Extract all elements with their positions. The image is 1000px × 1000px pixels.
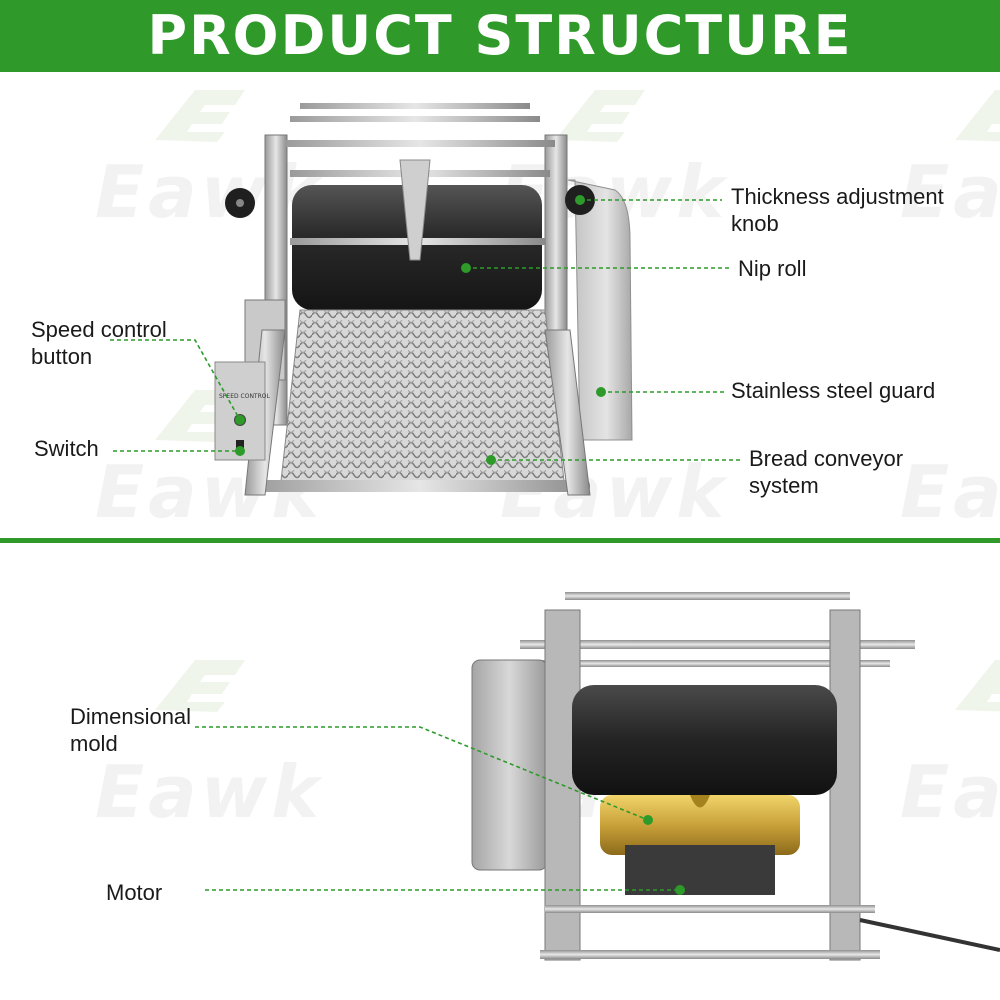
label-stainless-guard: Stainless steel guard (731, 378, 936, 403)
watermark-text: Eawk (900, 150, 1000, 234)
marker-conveyor (486, 455, 496, 465)
label-conveyor: Bread conveyor system (749, 446, 904, 498)
svg-text:SPEED CONTROL: SPEED CONTROL (219, 393, 270, 400)
tortilla-machine-front-image: SPEED CONTROL (214, 103, 633, 496)
marker-speed-control (235, 415, 245, 425)
watermark-text: Eawk (900, 450, 1000, 534)
marker-mold (643, 815, 653, 825)
marker-thickness-knob (575, 195, 585, 205)
label-switch: Switch (34, 436, 99, 461)
label-dimensional-mold: Dimensional mold (70, 704, 192, 756)
tortilla-machine-side-image (471, 592, 1000, 961)
label-speed-control: Speed control button (31, 317, 167, 369)
marker-motor (675, 885, 685, 895)
marker-guard (596, 387, 606, 397)
watermark-text: Eawk (900, 750, 1000, 834)
marker-switch (235, 446, 245, 456)
label-nip-roll: Nip roll (738, 256, 807, 281)
watermark-logo-icon (145, 650, 255, 720)
marker-nip-roll (461, 263, 471, 273)
header-banner: PRODUCT STRUCTURE (0, 0, 1000, 72)
page-title: PRODUCT STRUCTURE (147, 4, 853, 67)
label-thickness-knob: Thickness adjustment knob (731, 184, 944, 236)
watermark-logo-icon (945, 80, 1000, 150)
label-motor: Motor (106, 880, 163, 905)
watermark-logo-icon (945, 650, 1000, 720)
section-divider (0, 538, 1000, 543)
watermark-logo-icon (545, 80, 655, 150)
watermark-logo-icon (145, 80, 255, 150)
